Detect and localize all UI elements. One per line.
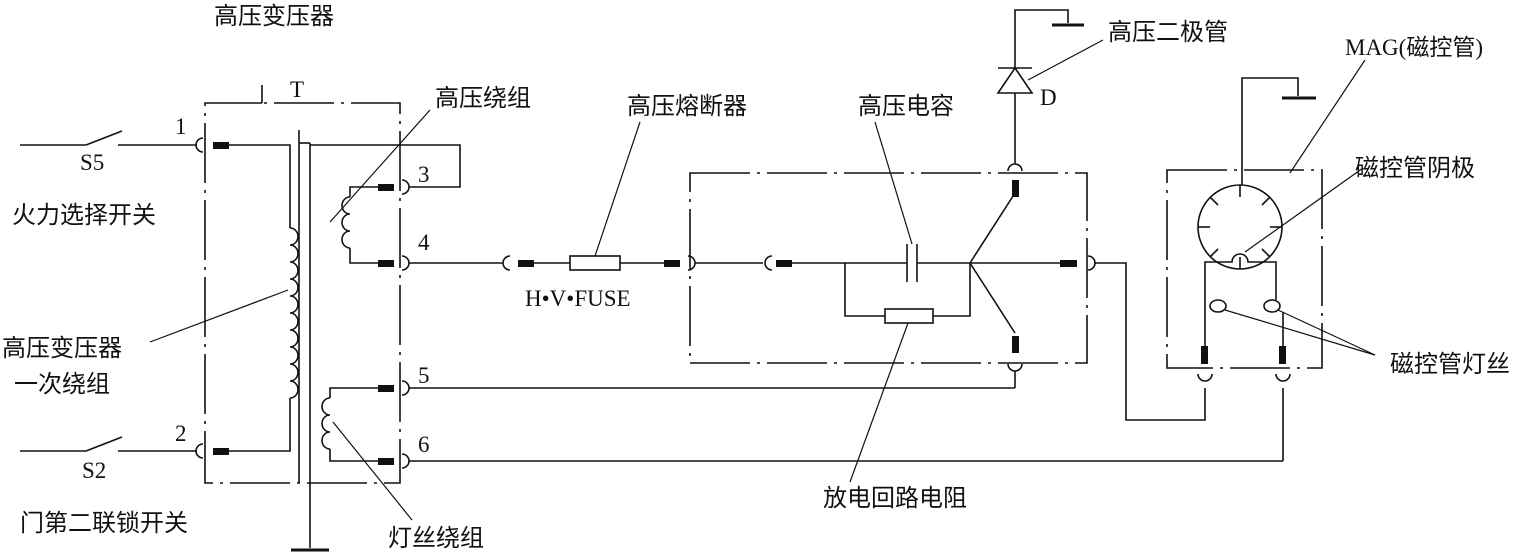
- leader-filament-a: [1224, 309, 1376, 356]
- leader-filament-winding: [332, 421, 413, 521]
- discharge-resistor-body: [884, 308, 934, 324]
- label-hv-fuse: 高压熔断器: [627, 92, 747, 120]
- terminal-3-socket: [401, 179, 410, 195]
- label-magnetron-filament: 磁控管灯丝: [1390, 350, 1510, 378]
- capacitor-block: [689, 163, 1096, 372]
- hv-fuse-body: [569, 255, 621, 271]
- terminal-3-pin: [378, 184, 394, 191]
- terminal-1-socket: [195, 137, 204, 153]
- leader-cathode: [1244, 167, 1364, 253]
- terminal-2-pin: [213, 448, 229, 455]
- magnetron-cathode: [1204, 253, 1277, 300]
- terminal-1-pin: [213, 142, 229, 149]
- wire-capacitor-to-magnetron: [1094, 262, 1206, 421]
- label-terminal-6: 6: [418, 432, 430, 457]
- label-terminal-4: 4: [418, 230, 430, 255]
- label-terminal-3: 3: [418, 162, 430, 187]
- hv-fuse-path: [409, 255, 696, 271]
- label-hv-diode: 高压二极管: [1108, 18, 1228, 46]
- magnetron-pin-right: [1279, 346, 1286, 364]
- filament-connector-left: [1209, 299, 1227, 313]
- leader-hv-fuse: [594, 121, 641, 257]
- leader-discharge-resistor: [849, 322, 909, 483]
- terminal-5-pin: [378, 385, 394, 392]
- primary-circuit: [20, 130, 299, 459]
- label-terminal-1: 1: [175, 114, 187, 139]
- terminal-4-socket: [401, 255, 410, 271]
- leader-hv-winding: [329, 109, 431, 223]
- label-hv-transformer: 高压变压器: [214, 2, 334, 30]
- label-switch-s5: S5: [80, 150, 104, 175]
- label-discharge-resistor: 放电回路电阻: [823, 484, 967, 512]
- terminal-2-socket: [195, 443, 204, 459]
- label-primary-winding-1: 高压变压器: [2, 334, 122, 362]
- leader-filament-b: [1277, 309, 1376, 356]
- label-hv-winding: 高压绕组: [435, 84, 531, 112]
- label-diode-ref: D: [1040, 85, 1057, 110]
- label-fuse-code: H•V•FUSE: [525, 286, 631, 311]
- fuse-socket-out: [687, 255, 696, 271]
- terminal-6-pin: [378, 458, 394, 465]
- label-terminal-2: 2: [175, 421, 187, 446]
- leader-primary: [149, 289, 289, 343]
- label-magnetron-cathode: 磁控管阴极: [1355, 154, 1475, 182]
- switch-s2-blade[interactable]: [85, 436, 123, 452]
- label-switch-s5-name: 火力选择开关: [12, 201, 156, 229]
- label-switch-s2-name: 门第二联锁开关: [20, 509, 188, 537]
- filament-winding: [321, 380, 410, 469]
- magnetron-pin-left: [1201, 346, 1208, 364]
- terminal-4-pin: [378, 260, 394, 267]
- transformer: [204, 85, 401, 552]
- fuse-socket-in: [502, 255, 511, 271]
- label-terminal-5: 5: [418, 363, 430, 388]
- terminal-5-socket: [401, 380, 410, 396]
- capacitor-right-socket: [1087, 255, 1096, 271]
- magnetron: [1166, 77, 1323, 382]
- label-primary-winding-2: 一次绕组: [14, 370, 110, 398]
- label-hv-capacitor: 高压电容: [858, 92, 954, 120]
- diode-triangle: [996, 66, 1034, 94]
- label-switch-s2: S2: [82, 458, 106, 483]
- label-filament-winding: 灯丝绕组: [388, 524, 484, 552]
- filament-connector-right: [1263, 299, 1281, 313]
- label-transformer-ref: T: [290, 77, 304, 102]
- switch-s5-blade[interactable]: [85, 130, 123, 146]
- terminal-3-return: [310, 144, 461, 188]
- terminal-6-socket: [401, 453, 410, 469]
- leader-magnetron: [1289, 59, 1366, 174]
- label-magnetron: MAG(磁控管): [1345, 35, 1483, 60]
- hv-winding: [310, 144, 461, 271]
- leader-hv-capacitor: [874, 121, 913, 245]
- capacitor-bottom-pin: [1012, 336, 1019, 353]
- hv-diode: [996, 9, 1084, 164]
- primary-coil: [289, 227, 299, 399]
- capacitor-top-pin: [1012, 180, 1019, 197]
- leader-hv-diode: [1027, 39, 1104, 81]
